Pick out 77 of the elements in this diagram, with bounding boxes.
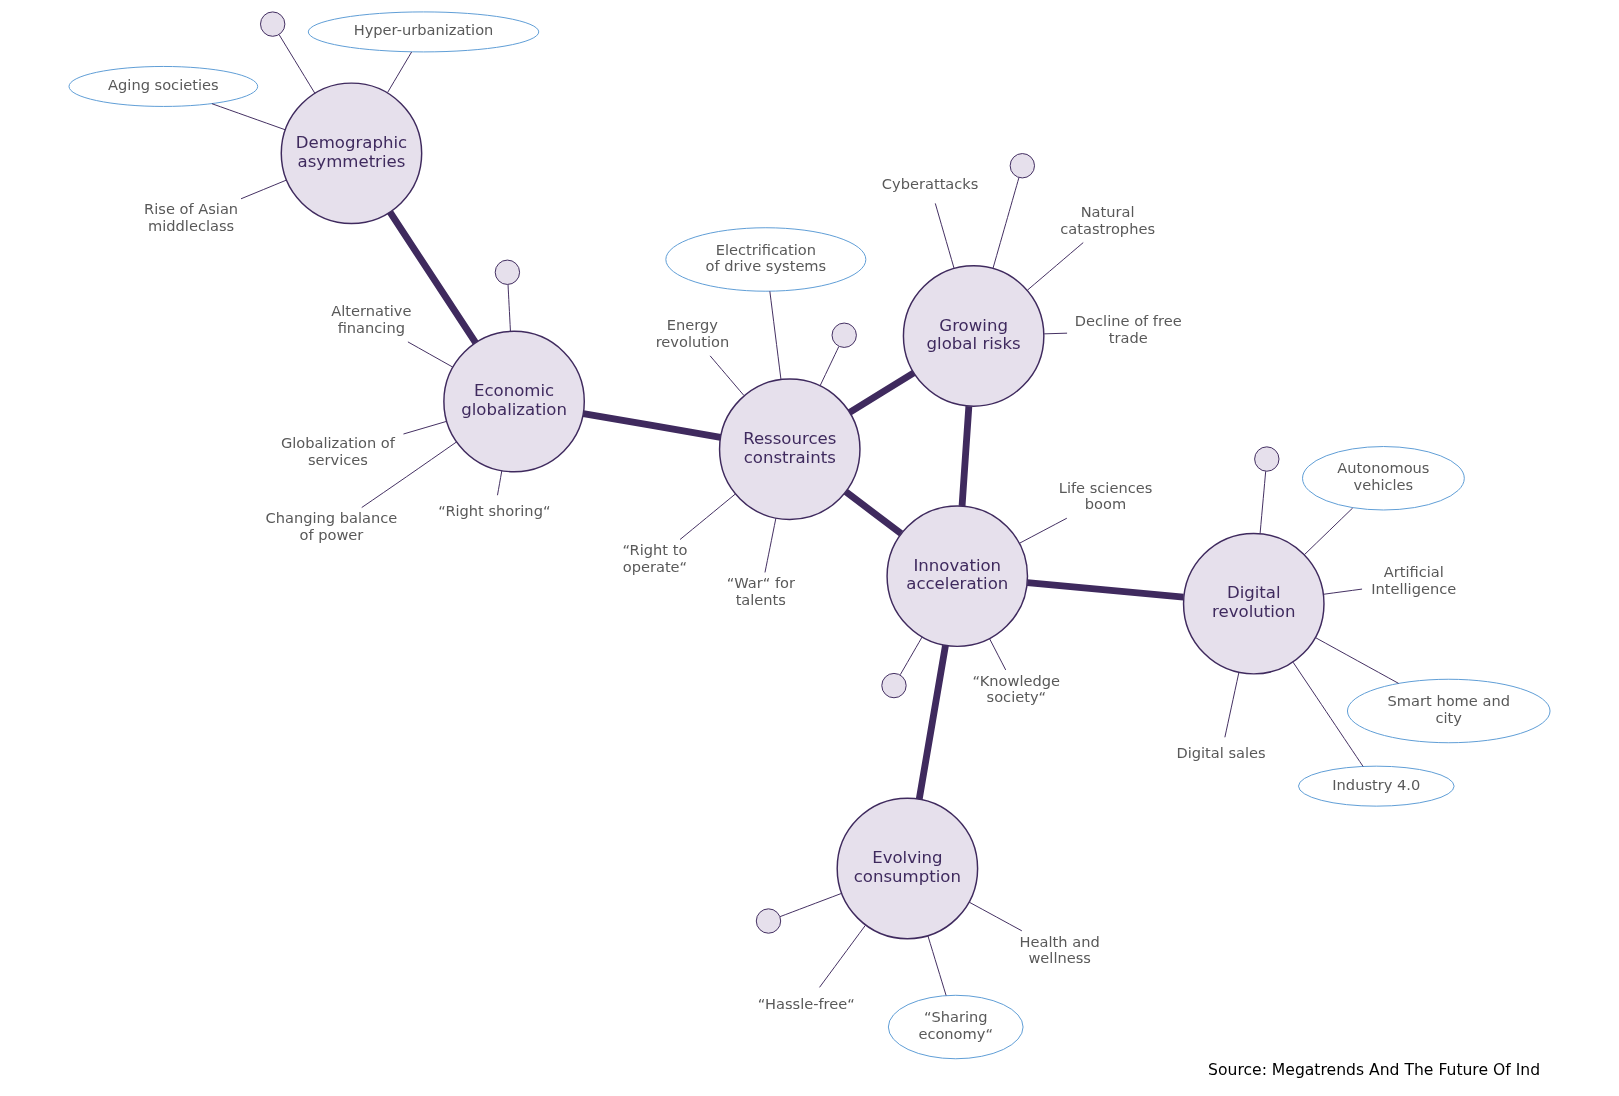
connector: [1026, 242, 1084, 291]
connector: [989, 638, 1007, 671]
node-ellipse: Industry 4.0: [1298, 765, 1455, 807]
connector: [1322, 588, 1363, 595]
connector: [1314, 637, 1400, 684]
connector: [278, 34, 316, 94]
node-ellipse: Smart home and city: [1346, 678, 1551, 744]
node-ellipse: Hyper-urbanization: [307, 11, 540, 53]
node-circle: Digital revolution: [1182, 532, 1325, 675]
node-text: Energy revolution: [655, 316, 730, 350]
connector: [779, 892, 843, 918]
node-circle: [755, 908, 782, 934]
connector: [361, 441, 458, 508]
node-ellipse: Electrification of drive systems: [665, 227, 867, 292]
node-text: Decline of free trade: [1074, 312, 1182, 347]
node-text: Digital sales: [1176, 744, 1266, 762]
node-text: “War“ for talents: [726, 574, 795, 608]
node-circle: Evolving consumption: [836, 797, 979, 940]
connector: [1303, 507, 1354, 556]
caption: Source: Megatrends And The Future Of Ind: [1208, 1061, 1541, 1080]
connector: [240, 179, 287, 200]
connector: [899, 636, 923, 676]
connector: [847, 369, 916, 416]
connector: [403, 420, 448, 435]
node-ellipse: Autonomous vehicles: [1302, 446, 1465, 511]
connector: [582, 410, 722, 441]
connector: [507, 284, 511, 332]
node-ellipse: Aging societies: [68, 65, 259, 107]
node-text: Alternative financing: [331, 302, 412, 337]
connector: [819, 924, 866, 988]
node-circle: Economic globalization: [443, 330, 585, 473]
node-ellipse: “Sharing economy“: [887, 994, 1024, 1060]
connector: [387, 51, 413, 94]
connector: [387, 210, 479, 345]
node-circle: [260, 11, 286, 37]
node-text: Rise of Asian middleclass: [144, 200, 239, 235]
connector: [1259, 470, 1267, 534]
node-circle: [1254, 446, 1280, 472]
connector: [927, 935, 947, 996]
connector: [992, 177, 1020, 269]
connector: [1027, 579, 1184, 601]
connector: [1224, 672, 1240, 738]
node-circle: [881, 672, 907, 699]
connector: [968, 901, 1023, 932]
connector: [1043, 332, 1068, 335]
connector: [211, 103, 286, 131]
node-text: Changing balance of power: [265, 509, 398, 543]
node-text: Artificial Intelligence: [1371, 563, 1457, 597]
node-circle: [494, 259, 521, 285]
node-text: Health and wellness: [1019, 932, 1100, 967]
connector: [843, 489, 904, 537]
node-circle: Demographic asymmetries: [280, 82, 423, 225]
node-text: “Right to operate“: [622, 541, 688, 575]
node-circle: Ressources constraints: [718, 378, 861, 521]
node-text: “Hassle-free“: [757, 994, 855, 1012]
connector: [819, 346, 840, 387]
node-circle: Growing global risks: [902, 265, 1045, 407]
node-text: Natural catastrophes: [1060, 202, 1155, 237]
node-circle: [831, 322, 857, 348]
node-text: “Knowledge society“: [972, 671, 1061, 706]
connector: [769, 290, 782, 380]
node-text: “Right shoring“: [438, 502, 551, 520]
node-circle: [1009, 153, 1035, 179]
node-text: Life sciences boom: [1058, 478, 1153, 513]
connector: [497, 470, 503, 496]
connector: [1019, 517, 1068, 544]
connector: [934, 202, 955, 269]
connector: [764, 517, 777, 573]
connector: [915, 644, 949, 800]
node-text: Globalization of services: [280, 434, 395, 468]
connector: [709, 355, 745, 397]
node-text: Cyberattacks: [881, 175, 979, 193]
connector: [679, 493, 736, 540]
node-circle: Innovation acceleration: [886, 505, 1029, 648]
connector: [407, 341, 454, 368]
connector: [1292, 661, 1364, 767]
connector: [958, 405, 973, 507]
